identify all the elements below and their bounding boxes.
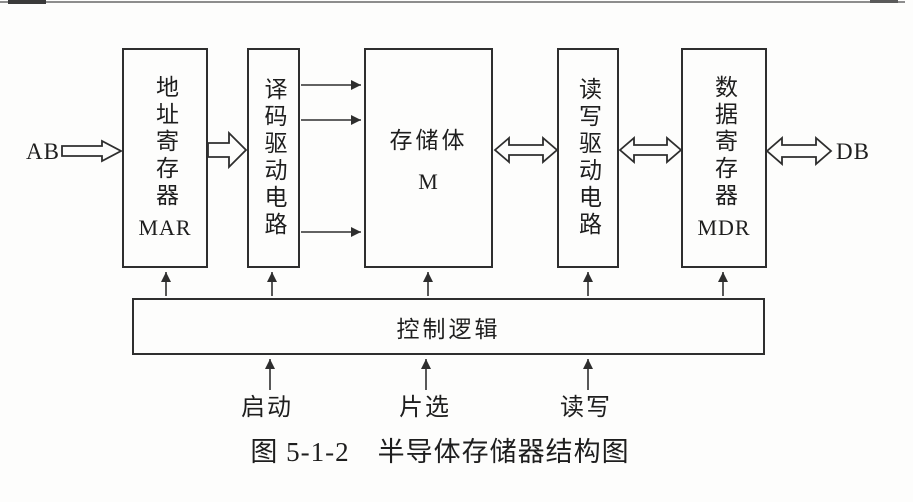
page-top-rule-mark-right	[870, 0, 898, 3]
data-bus-label: DB	[836, 139, 870, 164]
signal-read-write-label: 读写	[560, 395, 612, 421]
ab-bus-arrow-icon	[61, 139, 123, 163]
block-mar: 地址寄存器 MAR	[122, 48, 208, 268]
page-top-rule	[0, 1, 905, 3]
signal-input-arrows-icon	[265, 359, 593, 390]
figure-caption: 图 5-1-2 半导体存储器结构图	[250, 437, 630, 467]
signal-start-label: 启动	[241, 395, 293, 421]
signal-chip-select-label: 片选	[399, 395, 451, 421]
block-decoder-label: 译码驱动电路	[261, 77, 286, 239]
block-mdr: 数据寄存器 MDR	[681, 48, 767, 268]
block-control-logic-label: 控制逻辑	[396, 316, 501, 342]
block-mdr-abbr: MDR	[697, 215, 751, 240]
decoder-to-memory-arrows-icon	[301, 80, 361, 237]
block-rw-driver: 读写驱动电路	[557, 48, 619, 268]
block-control-logic: 控制逻辑	[132, 298, 765, 355]
block-memory-abbr: M	[418, 169, 439, 194]
block-rw-driver-label: 读写驱动电路	[575, 77, 601, 239]
page-top-rule-mark-left	[8, 0, 46, 4]
control-to-blocks-arrows-icon	[161, 272, 728, 296]
address-bus-label: AB	[26, 139, 60, 164]
block-mdr-label: 数据寄存器	[711, 75, 737, 210]
block-memory-label: 存储体	[389, 128, 468, 153]
block-decoder: 译码驱动电路	[247, 48, 300, 268]
mdr-db-bidir-arrow-icon	[765, 136, 833, 166]
rwdriver-mdr-bidir-arrow-icon	[618, 136, 683, 164]
block-mar-abbr: MAR	[138, 215, 192, 240]
block-memory: 存储体 M	[364, 48, 493, 268]
block-mar-label: 地址寄存器	[152, 75, 178, 210]
memory-rwdriver-bidir-arrow-icon	[493, 136, 559, 164]
mar-to-decoder-arrow-icon	[207, 130, 248, 170]
